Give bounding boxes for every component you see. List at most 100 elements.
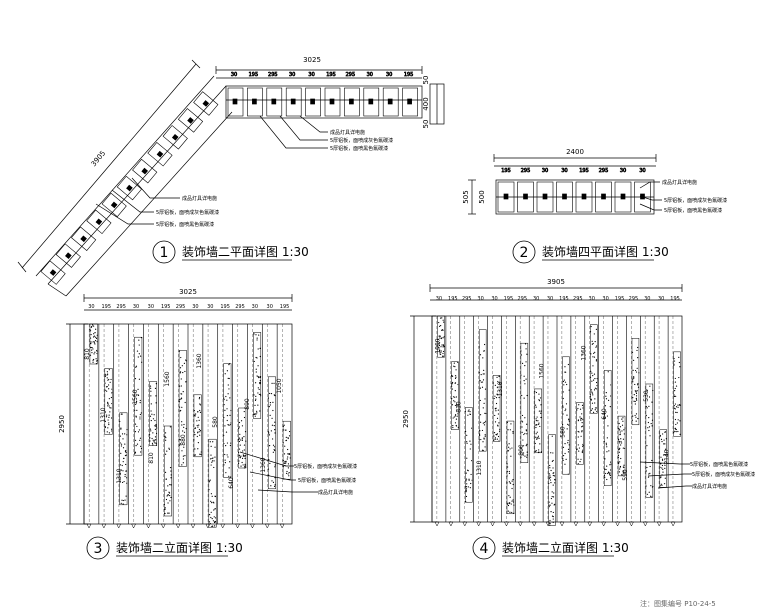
plan-1-diagonal-unit-body — [86, 209, 112, 235]
elevation-4-stipple-dot — [552, 467, 554, 469]
elevation-4-stipple-dot — [618, 471, 621, 473]
elevation-4-stipple-dot — [507, 429, 509, 431]
elevation-3-stipple-dot — [225, 445, 227, 447]
elevation-4-stipple-dot — [539, 443, 541, 445]
elevation-4-stipple-dot — [511, 500, 513, 502]
elevation-4-stipple-dot — [452, 426, 454, 429]
elevation-3-stipple-dot — [181, 464, 183, 466]
elevation-4-stipple-dot — [465, 430, 467, 433]
elevation-4-stipple-dot — [581, 450, 583, 453]
elevation-3-number: 3 — [94, 541, 103, 557]
elevation-3-stipple-dot — [226, 442, 229, 444]
elevation-3-stipple-dot — [139, 416, 141, 418]
elevation-4-base-marker — [559, 521, 565, 527]
elevation-3-stipple-dot — [183, 431, 186, 433]
elevation-4-stipple-dot — [591, 391, 593, 393]
elevation-3-stipple-dot — [208, 521, 211, 523]
elevation-3-stipple-dot — [243, 410, 245, 413]
elevation-4-stipple-dot — [675, 430, 677, 433]
elevation-4-stipple-dot — [437, 338, 439, 340]
elevation-3-stipple-dot — [228, 475, 230, 477]
elevation-4-stipple-dot — [618, 422, 620, 425]
elevation-3-stipple-dot — [241, 437, 243, 439]
elevation-4-stipple-dot — [465, 495, 468, 498]
elevation-4-stipple-dot — [674, 427, 676, 430]
plan-1-small-dim: 195 — [326, 72, 336, 78]
elevation-4-stipple-dot — [663, 443, 665, 445]
elevation-3-stipple-dot — [282, 466, 284, 468]
elevation-3-stipple-dot — [139, 437, 142, 439]
elevation-3-stipple-dot — [283, 429, 285, 431]
elevation-3-stipple-dot — [91, 352, 93, 354]
elevation-4-stipple-dot — [662, 468, 664, 471]
elevation-3-stipple-dot — [165, 478, 167, 480]
elevation-3-stipple-dot — [212, 520, 215, 522]
plan-1-diagonal-unit-body — [71, 226, 97, 251]
elevation-4-base-marker — [670, 521, 676, 527]
elevation-4-stipple-dot — [451, 382, 453, 385]
elevation-3-stipple-dot — [152, 444, 154, 446]
elevation-3-stipple-dot — [255, 356, 257, 359]
elevation-4-stipple-dot — [482, 379, 485, 381]
elevation-4-stipple-dot — [664, 467, 666, 469]
elevation-3-stipple-dot — [94, 332, 96, 334]
elevation-4-stipple-dot — [498, 440, 500, 442]
footer-fragment: 注：图集编号 P10-24-5 — [640, 599, 716, 608]
elevation-4-stipple-dot — [593, 373, 596, 375]
elevation-4-stipple-dot — [496, 376, 498, 378]
elevation-3-stipple-dot — [121, 464, 123, 467]
elevation-4-base-marker — [573, 521, 579, 527]
elevation-3-stipple-dot — [134, 430, 137, 433]
elevation-3-stipple-dot — [179, 410, 181, 412]
elevation-3-stipple-dot — [215, 517, 217, 519]
elevation-4-stipple-dot — [582, 449, 584, 451]
elevation-3-stipple-dot — [285, 460, 287, 462]
elevation-3-stipple-dot — [255, 398, 257, 400]
elevation-3-stipple-dot — [119, 435, 121, 437]
elevation-4-stipple-dot — [564, 442, 566, 445]
elevation-3-stipple-dot — [272, 401, 274, 403]
elevation-4-panel-outline — [492, 375, 501, 442]
elevation-3-stipple-dot — [179, 367, 182, 369]
elevation-3-stipple-dot — [181, 406, 183, 408]
elevation-4-stipple-dot — [674, 408, 676, 410]
elevation-3-base-marker — [146, 523, 151, 529]
elevation-4-stipple-dot — [593, 356, 596, 358]
elevation-4-stipple-dot — [650, 422, 652, 425]
elevation-3-stipple-dot — [256, 337, 258, 339]
elevation-3-stipple-dot — [193, 431, 195, 433]
elevation-4-stipple-dot — [494, 414, 496, 417]
elevation-4-stipple-dot — [591, 343, 593, 345]
elevation-3-base-marker — [235, 523, 240, 529]
elevation-3-stipple-dot — [254, 382, 257, 384]
elevation-4-stipple-dot — [604, 476, 606, 478]
elevation-3-stipple-dot — [126, 477, 128, 479]
elevation-3-stipple-dot — [259, 393, 262, 395]
elevation-3-stipple-dot — [182, 430, 184, 432]
elevation-3-stipple-dot — [238, 440, 240, 443]
elevation-4-stipple-dot — [520, 456, 522, 458]
elevation-4-stipple-dot — [540, 416, 542, 419]
elevation-4-stipple-dot — [606, 465, 608, 467]
elevation-4-stipple-dot — [581, 422, 583, 424]
elevation-4-stipple-dot — [562, 446, 565, 448]
elevation-3-stipple-dot — [185, 381, 187, 383]
elevation-4-stipple-dot — [553, 475, 556, 477]
elevation-3-stipple-dot — [259, 410, 261, 412]
elevation-4-stipple-dot — [483, 424, 486, 426]
elevation-3-base-marker — [86, 523, 92, 529]
elevation-4-stipple-dot — [582, 407, 584, 409]
elevation-3-stipple-dot — [90, 346, 92, 349]
elevation-3-stipple-dot — [209, 441, 211, 443]
elevation-3-stipple-dot — [287, 456, 289, 458]
elevation-3-stipple-dot — [165, 498, 168, 501]
elevation-3-stipple-dot — [226, 370, 228, 372]
elevation-3-stipple-dot — [200, 453, 202, 456]
elevation-4-stipple-dot — [538, 449, 540, 451]
elevation-3-stipple-dot — [108, 405, 110, 407]
elevation-4-stipple-dot — [457, 361, 459, 364]
elevation-4-stipple-dot — [579, 416, 581, 418]
elevation-3-stipple-dot — [154, 419, 156, 422]
elevation-4-segment-label: 810 — [455, 401, 462, 413]
elevation-3-stipple-dot — [152, 432, 154, 434]
